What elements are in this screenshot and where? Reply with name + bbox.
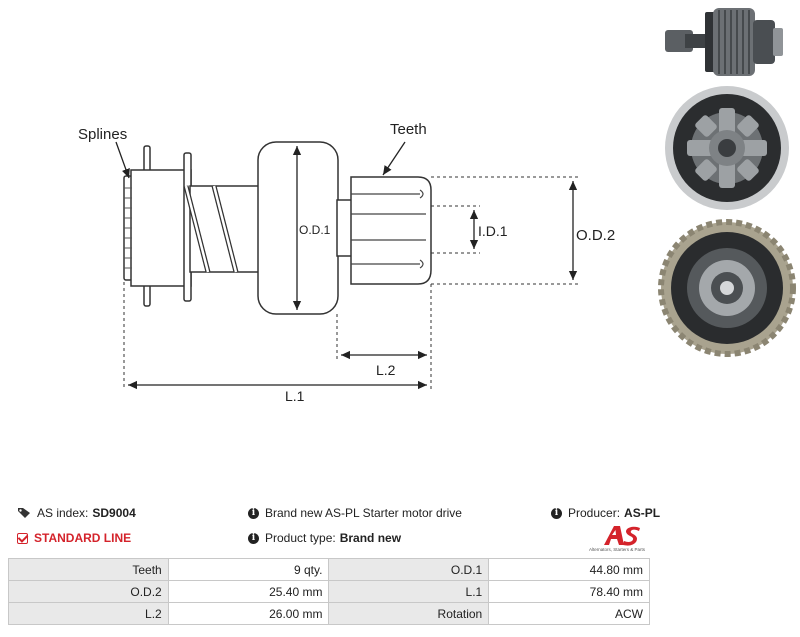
standard-line-label: STANDARD LINE <box>34 531 132 545</box>
spec-label: O.D.1 <box>328 558 490 581</box>
od1-label: O.D.1 <box>299 223 331 237</box>
check-icon <box>17 532 28 544</box>
spec-label: L.1 <box>328 580 490 603</box>
teeth-label: Teeth <box>390 121 427 138</box>
as-index-value: SD9004 <box>92 506 136 520</box>
photo-side-view <box>665 8 783 76</box>
table-row: O.D.2 25.40 mm L.1 78.40 mm <box>8 580 650 603</box>
spec-value: 26.00 mm <box>167 602 330 625</box>
spec-value: ACW <box>488 602 650 625</box>
product-photos <box>658 8 796 357</box>
info-icon: i <box>551 507 562 519</box>
table-row: L.2 26.00 mm Rotation ACW <box>8 602 650 625</box>
splines-label: Splines <box>78 126 127 143</box>
spec-value: 44.80 mm <box>488 558 650 581</box>
as-index-row: AS index: SD9004 <box>17 506 136 520</box>
l2-label: L.2 <box>376 362 396 378</box>
product-type-label: Product type: <box>265 531 336 545</box>
info-icon: i <box>248 507 259 519</box>
id1-label: I.D.1 <box>478 223 508 239</box>
table-row: Teeth 9 qty. O.D.1 44.80 mm <box>8 558 650 581</box>
standard-line-row: STANDARD LINE <box>17 531 131 545</box>
spec-label: Rotation <box>328 602 490 625</box>
tag-icon <box>17 507 31 519</box>
teeth-leader <box>382 141 406 176</box>
description-text: Brand new AS-PL Starter motor drive <box>265 506 462 520</box>
spec-value: 9 qty. <box>167 558 330 581</box>
producer-row: i Producer: AS-PL <box>551 506 660 520</box>
hub <box>130 169 192 287</box>
spec-label: O.D.2 <box>8 580 169 603</box>
spec-label: Teeth <box>8 558 169 581</box>
producer-label: Producer: <box>568 506 621 520</box>
photo-rear-view <box>658 219 796 357</box>
photo-front-view <box>665 86 789 210</box>
od2-label: O.D.2 <box>576 227 615 244</box>
l1-label: L.1 <box>285 388 305 404</box>
spec-label: L.2 <box>8 602 169 625</box>
spec-value: 25.40 mm <box>167 580 330 603</box>
info-icon: i <box>248 532 259 544</box>
product-type-row: i Product type: Brand new <box>248 531 401 545</box>
technical-drawing: Splines Teeth O.D.1 I.D.1 O.D.2 L.2 L.1 <box>78 121 615 404</box>
logo-mark <box>604 526 640 546</box>
product-type-value: Brand new <box>339 531 402 545</box>
producer-value: AS-PL <box>624 506 661 520</box>
description-row: i Brand new AS-PL Starter motor drive <box>248 506 462 520</box>
spec-table: Teeth 9 qty. O.D.1 44.80 mm O.D.2 25.40 … <box>8 558 650 625</box>
logo-subtitle: Alternators, Starters & Parts <box>588 547 646 552</box>
spec-value: 78.40 mm <box>488 580 650 603</box>
asp-logo: Alternators, Starters & Parts <box>584 524 650 554</box>
as-index-label: AS index: <box>37 506 89 520</box>
splines-leader <box>115 141 130 179</box>
pinion <box>350 176 432 285</box>
